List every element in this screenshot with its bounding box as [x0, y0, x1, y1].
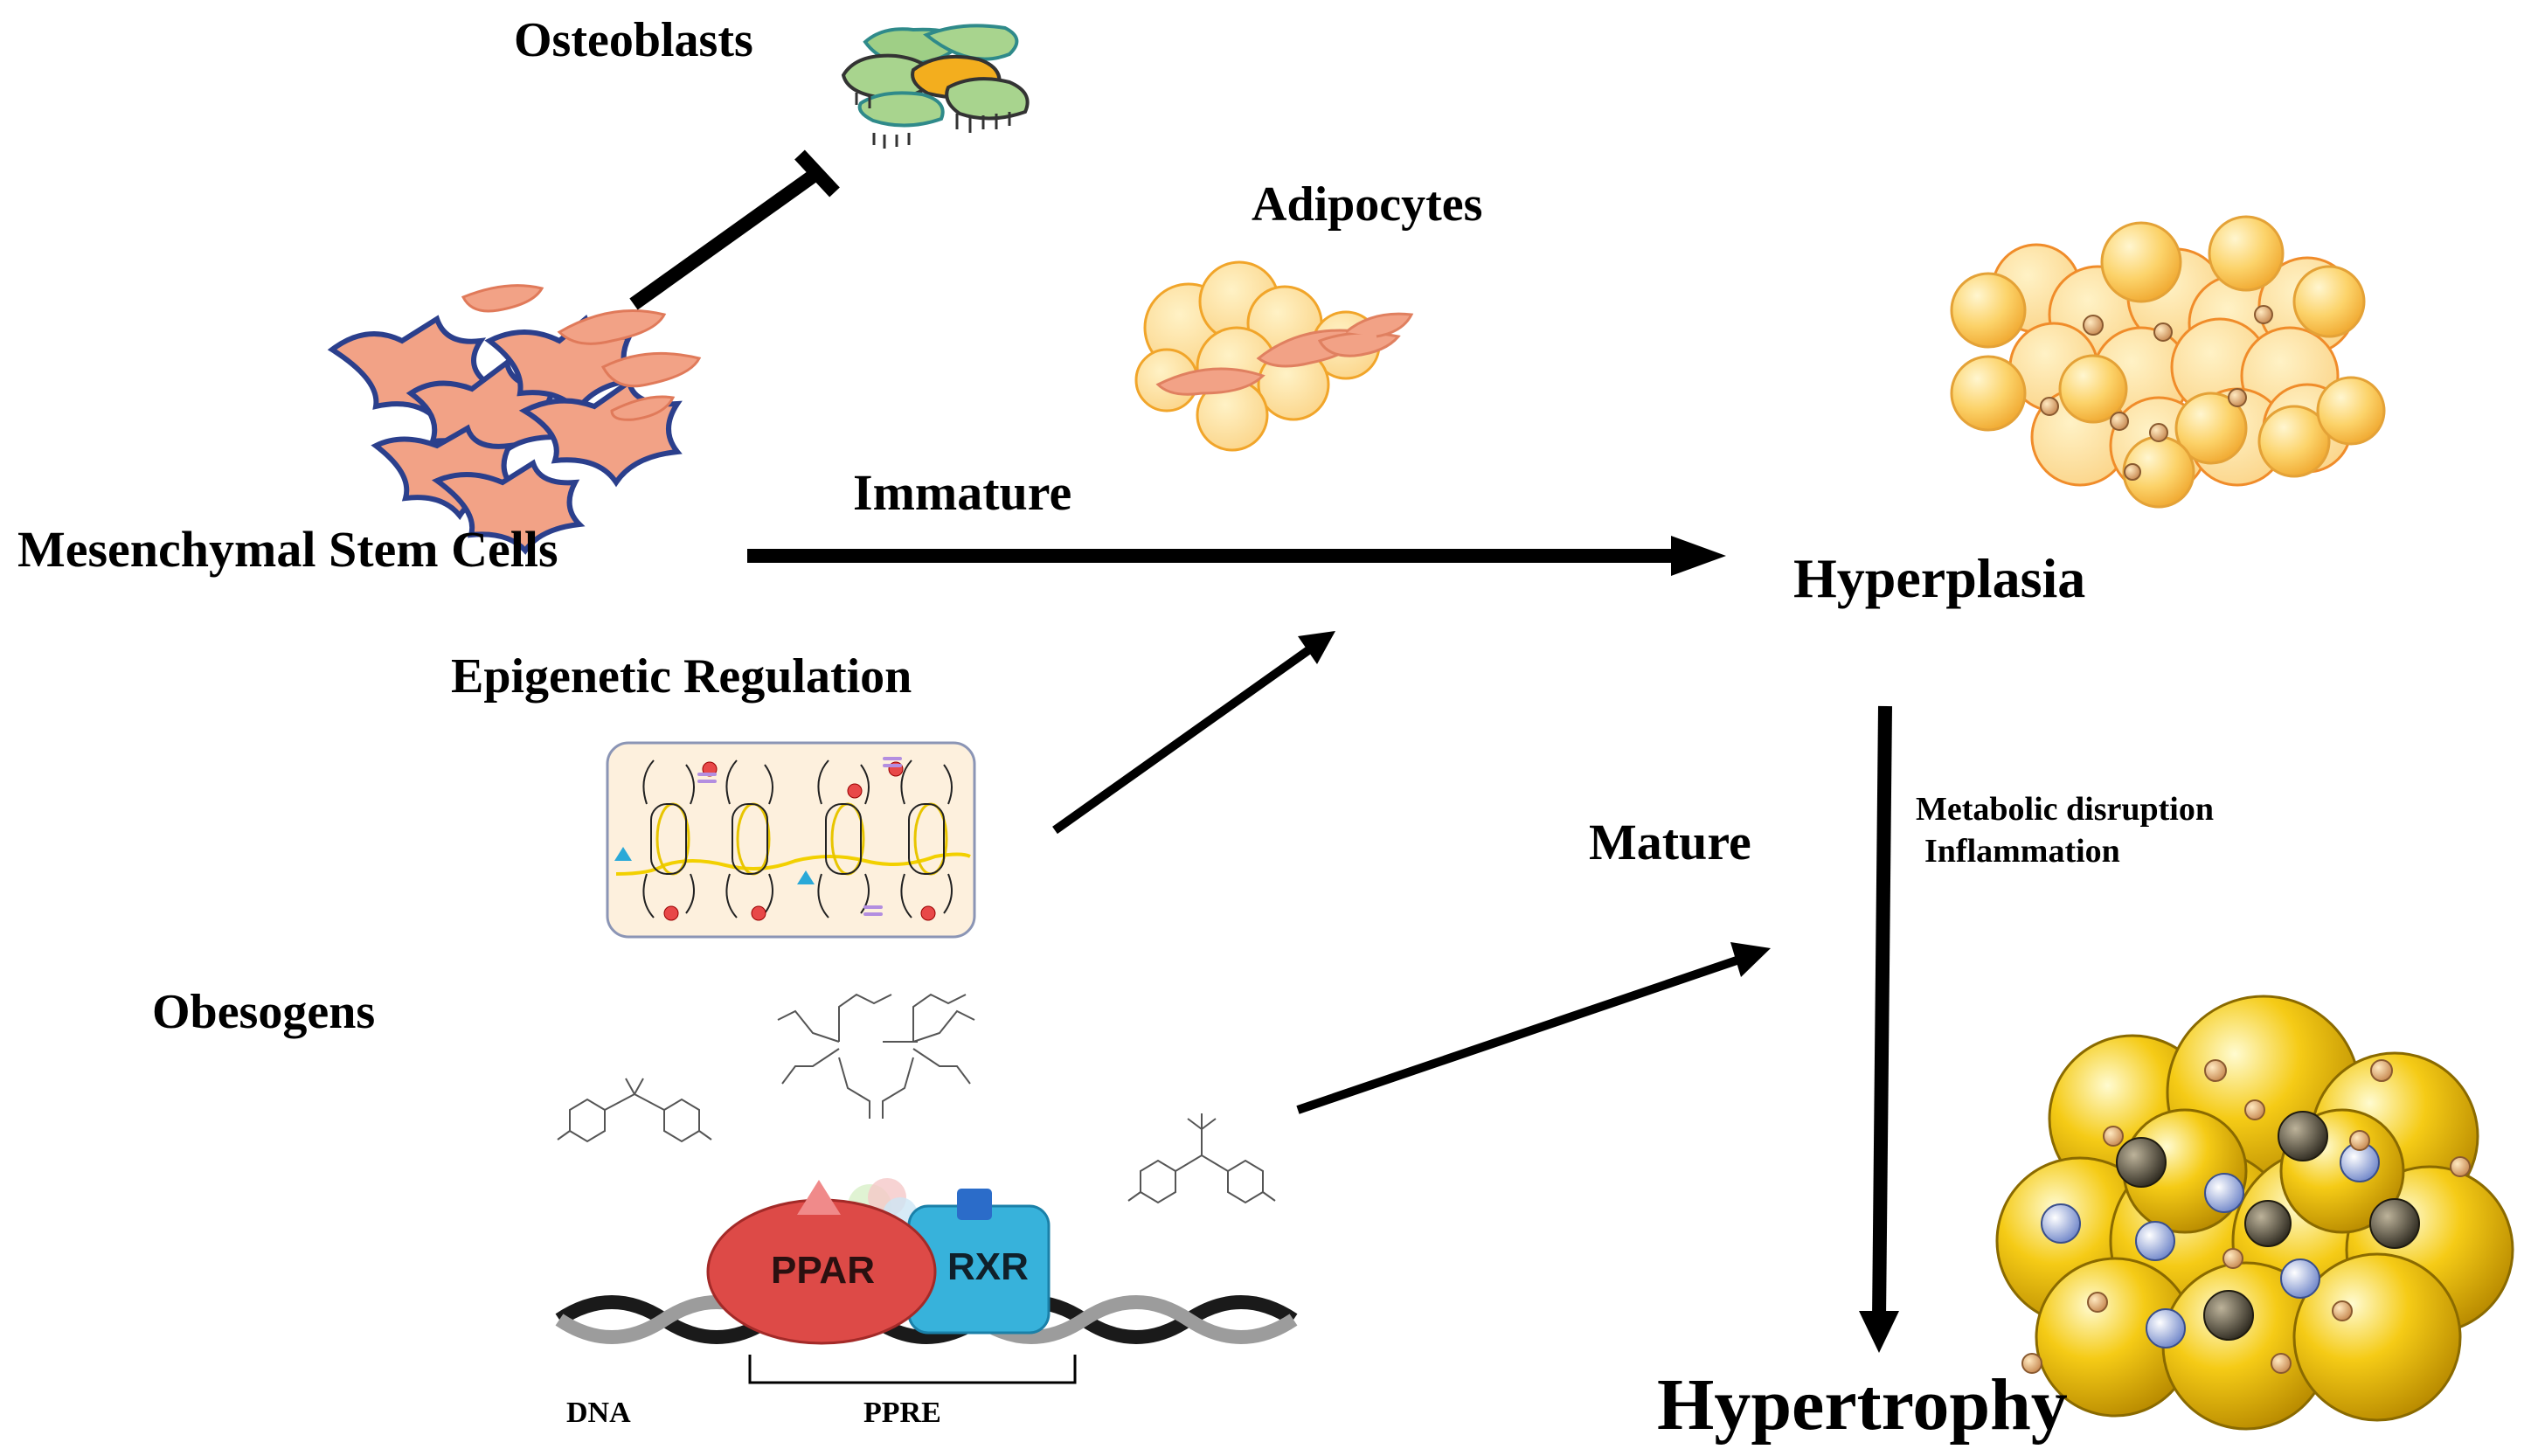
- osteoblasts-label: Osteoblasts: [514, 13, 753, 67]
- immature-label: Immature: [853, 464, 1072, 521]
- hyperplasia-cluster: [1950, 215, 2386, 509]
- mature-arrow: [1859, 705, 1899, 1353]
- ppre-bracket: [748, 1355, 1077, 1384]
- osteoblast-cluster: [841, 24, 1030, 149]
- msc-label: Mesenchymal Stem Cells: [17, 521, 558, 578]
- msc-cluster: [327, 284, 702, 555]
- adipocyte-cluster: [1134, 260, 1414, 452]
- ppar-label: PPAR: [771, 1249, 875, 1292]
- obesogen-arrow: [1296, 942, 1771, 1114]
- inhibition-arrow: [629, 149, 840, 310]
- epigenetic-label: Epigenetic Regulation: [451, 649, 912, 704]
- inflammation-label: Inflammation: [1924, 833, 2120, 870]
- adipocytes-label: Adipocytes: [1252, 177, 1483, 232]
- ppar-receptor: [706, 1180, 937, 1345]
- hypertrophy-label: Hypertrophy: [1657, 1364, 2068, 1446]
- hyperplasia-label: Hyperplasia: [1793, 547, 2086, 609]
- hypertrophy-cluster: [1995, 995, 2514, 1431]
- epigenetic-box: [606, 741, 976, 939]
- ppre-label: PPRE: [863, 1397, 941, 1429]
- metabolic-label: Metabolic disruption: [1916, 791, 2214, 828]
- rxr-label: RXR: [947, 1245, 1029, 1288]
- dna-label: DNA: [566, 1397, 631, 1429]
- epigenetic-arrow: [1052, 631, 1335, 835]
- obesogens-label: Obesogens: [152, 985, 376, 1039]
- obesogen-structures: [557, 993, 1276, 1204]
- mature-label: Mature: [1589, 814, 1751, 870]
- immature-arrow: [747, 536, 1726, 576]
